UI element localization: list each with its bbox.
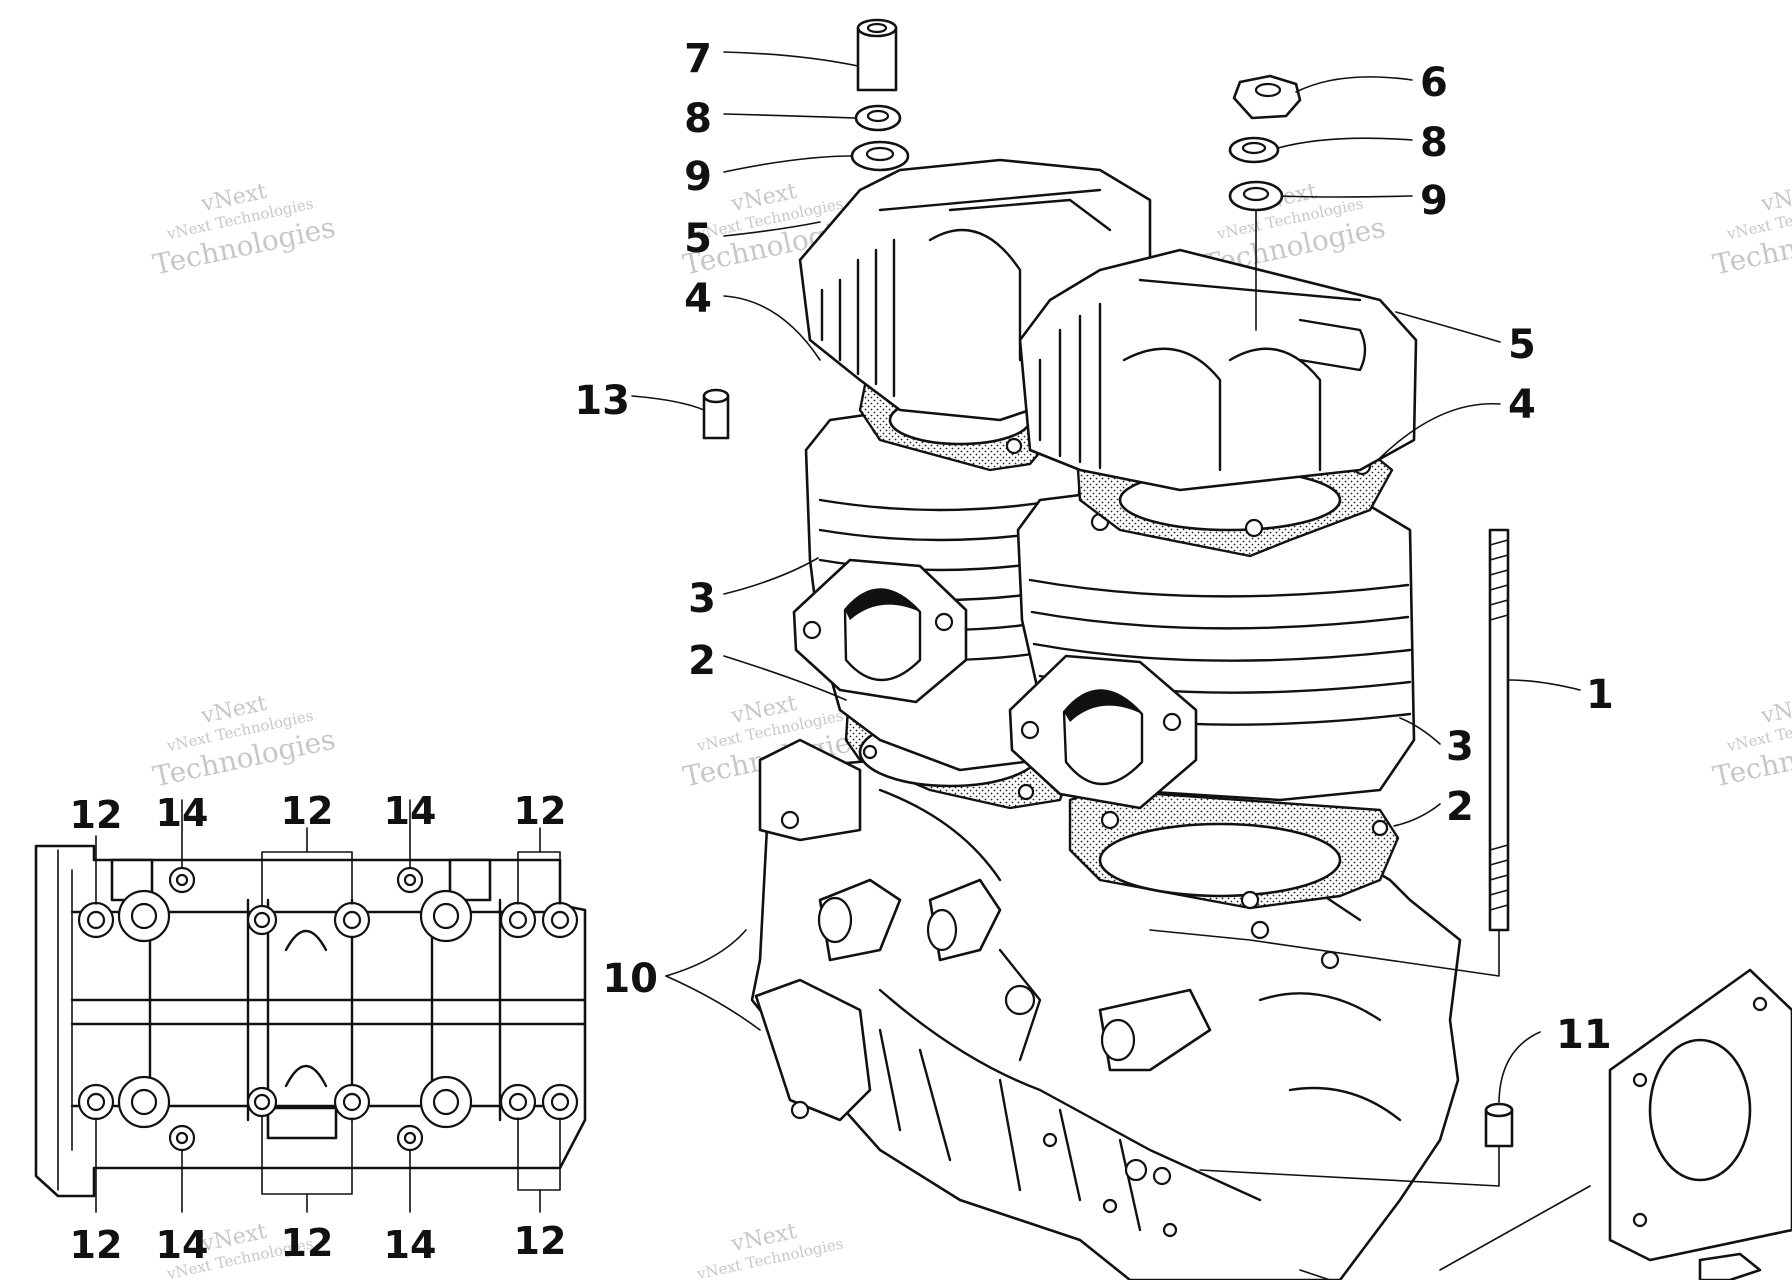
bolt-hole-14 <box>168 1124 196 1152</box>
washer-left-8 <box>854 104 902 132</box>
callout-12: 12 <box>514 789 567 833</box>
callout-8: 8 <box>1420 120 1448 166</box>
callout-13: 13 <box>574 378 630 424</box>
callout-8: 8 <box>684 96 712 142</box>
watermark: vNext vNext Technologies Technologies <box>1710 179 1792 282</box>
bolt-hole-12 <box>333 1083 371 1121</box>
bolt-hole-large <box>419 889 473 943</box>
bolt-hole-12 <box>499 901 537 939</box>
callout-12: 12 <box>281 789 334 833</box>
callout-12: 12 <box>70 1223 123 1267</box>
spacer <box>856 18 898 92</box>
bolt-hole-12 <box>333 901 371 939</box>
bolt-hole-12 <box>246 1086 278 1118</box>
callout-12: 12 <box>514 1219 567 1263</box>
base-gasket-right <box>1068 788 1400 910</box>
bolt-hole-12 <box>246 904 278 936</box>
washer-right-9 <box>1228 180 1284 212</box>
callout-14: 14 <box>156 791 209 835</box>
bolt-hole-12 <box>541 1083 579 1121</box>
callout-1: 1 <box>1586 672 1614 718</box>
bolt-hole-12 <box>77 901 115 939</box>
callout-14: 14 <box>384 1223 437 1267</box>
callout-2: 2 <box>1446 784 1474 830</box>
dowel-pin <box>1484 1102 1514 1148</box>
callout-6: 6 <box>1420 60 1448 106</box>
callout-2: 2 <box>688 638 716 684</box>
callout-10: 10 <box>602 956 658 1002</box>
cylinder-head-right <box>1018 248 1418 492</box>
callout-9: 9 <box>684 154 712 200</box>
bolt-hole-large <box>419 1075 473 1129</box>
watermark: vNext vNext Technologies Technologies <box>1710 691 1792 794</box>
callout-14: 14 <box>156 1223 209 1267</box>
callout-4: 4 <box>1508 382 1536 428</box>
callout-12: 12 <box>281 1221 334 1265</box>
watermark: vNext vNext Technologies Technologies <box>150 691 338 794</box>
callout-3: 3 <box>688 576 716 622</box>
bolt-hole-14 <box>396 866 424 894</box>
callout-7: 7 <box>684 36 712 82</box>
callout-5: 5 <box>1508 322 1536 368</box>
bolt-hole-12 <box>499 1083 537 1121</box>
dowel-pin <box>702 388 730 440</box>
bolt-hole-14 <box>168 866 196 894</box>
bolt-hole-12 <box>541 901 579 939</box>
flange-plate <box>1608 968 1792 1280</box>
washer-right-8 <box>1228 136 1280 164</box>
bolt-hole-large <box>117 889 171 943</box>
callout-9: 9 <box>1420 178 1448 224</box>
callout-5: 5 <box>684 216 712 262</box>
engine-assembly: 7 8 9 5 4 13 6 8 9 5 4 1 3 2 3 2 10 11 <box>574 18 1792 1280</box>
washer-left-9 <box>850 140 910 172</box>
callout-14: 14 <box>384 789 437 833</box>
stud <box>1488 528 1510 932</box>
bolt-hole-14 <box>396 1124 424 1152</box>
callout-12: 12 <box>70 793 123 837</box>
watermark: vNext vNext Technologies Technologies <box>150 179 338 282</box>
bolt-hole-large <box>117 1075 171 1129</box>
watermark: vNext vNext Technologies <box>694 1219 844 1280</box>
callout-3: 3 <box>1446 724 1474 770</box>
nut <box>1232 74 1302 120</box>
callout-4: 4 <box>684 276 712 322</box>
crankcase-bottom-view: 12 14 12 14 12 12 14 12 14 12 <box>34 789 587 1267</box>
boss <box>266 1106 338 1140</box>
callout-11: 11 <box>1556 1012 1612 1058</box>
bolt-hole-12 <box>77 1083 115 1121</box>
